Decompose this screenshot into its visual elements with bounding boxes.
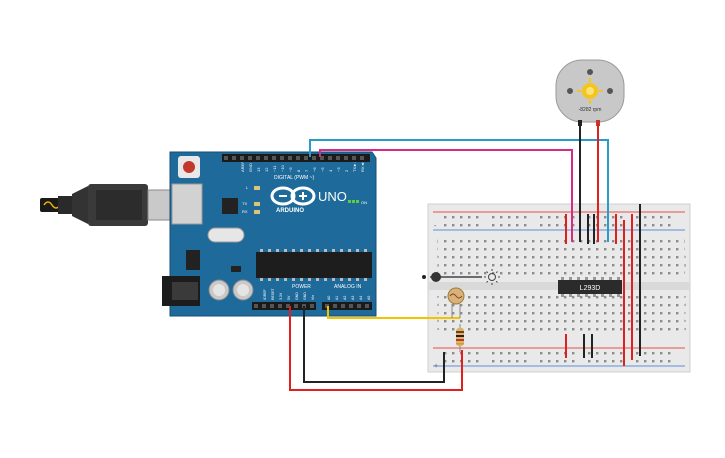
digital-pin-label: 4 [328,169,333,172]
digital-pin-label: ~9 [288,167,293,172]
analog-header-label: ANALOG IN [334,284,362,290]
power-pin-label: Vin [311,295,315,300]
power-pin-label: 5V [287,295,291,300]
analog-pin-label: A5 [367,296,371,300]
analog-pin-label: A0 [327,296,331,300]
row-letter-left: g [437,262,439,267]
digital-pin-label: 8 [296,169,301,172]
row-letter-left: h [437,254,439,259]
row-letter-left: j [436,238,438,243]
usb-chip [222,198,238,214]
digital-pin-label: RX◄0 [360,159,365,172]
model-label: UNO [318,189,347,204]
row-letter-right: a [684,326,687,331]
digital-pin-label: ~11 [272,165,277,172]
digital-pin-label: AREF [240,161,245,172]
sun-icon [484,269,500,285]
atmega-chip [256,252,372,278]
wires[interactable] [289,124,641,391]
analog-pin-label: A4 [359,296,363,300]
power-pin-header[interactable] [252,302,316,310]
row-letter-right: i [684,246,685,251]
led-rx-label: RX [242,209,248,214]
chip-label: L293D [580,285,601,292]
l293d-chip[interactable]: L293D [558,277,622,297]
rail-minus-top: - [434,223,437,230]
analog-pin-header[interactable] [322,302,372,310]
digital-pin-label: 7 [304,169,309,172]
row-letter-left: b [437,318,440,323]
power-header-label: POWER [292,284,311,290]
led-l-label: L [246,185,249,190]
digital-pin-label: ~6 [312,167,317,172]
wire-red-5v[interactable] [289,306,463,391]
row-letter-right: h [684,254,686,259]
voltage-regulator [186,250,200,270]
row-letter-right: e [684,294,687,299]
row-letter-right: b [684,318,687,323]
arduino-logo [270,186,316,206]
resistor[interactable] [456,324,464,352]
power-pin-label: GND [295,292,299,300]
digital-pin-header[interactable] [222,154,370,162]
digital-pin-label: TX►1 [352,160,357,172]
motor-rpm-label: -8282 rpm [579,107,602,113]
row-letter-right: g [684,262,686,267]
digital-pin-label: ~5 [320,167,325,172]
row-letter-right: j [683,238,685,243]
digital-pin-label: ~10 [280,164,285,172]
digital-pin-label: GND [248,163,253,172]
row-letter-left: c [437,310,439,315]
digital-header-label: DIGITAL (PWM ~) [274,175,314,181]
led-tx-label: TX [242,201,247,206]
digital-pin-label: ~3 [336,167,341,172]
usb-port [171,183,203,225]
wire-cyan[interactable] [309,139,609,242]
power-pin-label: GND [303,292,307,300]
analog-pin-label: A3 [351,296,355,300]
row-letter-left: a [437,326,440,331]
crystal-oscillator [207,227,245,243]
row-letter-left: i [437,246,438,251]
arduino-board[interactable]: L TX RX ON UNO ARDUINO DIGITAL (PWM ~) P… [162,151,377,317]
power-pin-label: IOREF [263,289,267,300]
on-label: ON [361,200,367,205]
usb-cable[interactable] [40,184,179,226]
row-letter-right: d [684,302,686,307]
brand-label: ARDUINO [276,208,304,214]
light-slider-knob[interactable] [431,272,441,282]
power-pin-label: 3.3V [279,292,283,300]
rail-plus-bottom: + [434,363,438,370]
wire-black-gnd[interactable] [303,306,445,383]
wire-magenta[interactable] [319,149,573,242]
photoresistor[interactable] [447,287,465,318]
analog-pin-label: A1 [335,296,339,300]
light-slider[interactable] [422,269,500,285]
power-pin-label: RESET [271,287,275,300]
digital-pin-label: 12 [264,167,269,172]
digital-pin-label: 13 [256,167,261,172]
row-letter-left: e [437,294,440,299]
wire-yellow[interactable] [327,306,460,319]
row-letter-left: d [437,302,439,307]
analog-pin-label: A2 [343,296,347,300]
dc-motor[interactable]: -8282 rpm [555,59,625,126]
row-letter-right: f [684,270,686,275]
digital-pin-label: 2 [344,169,349,172]
row-letter-right: c [684,310,686,315]
